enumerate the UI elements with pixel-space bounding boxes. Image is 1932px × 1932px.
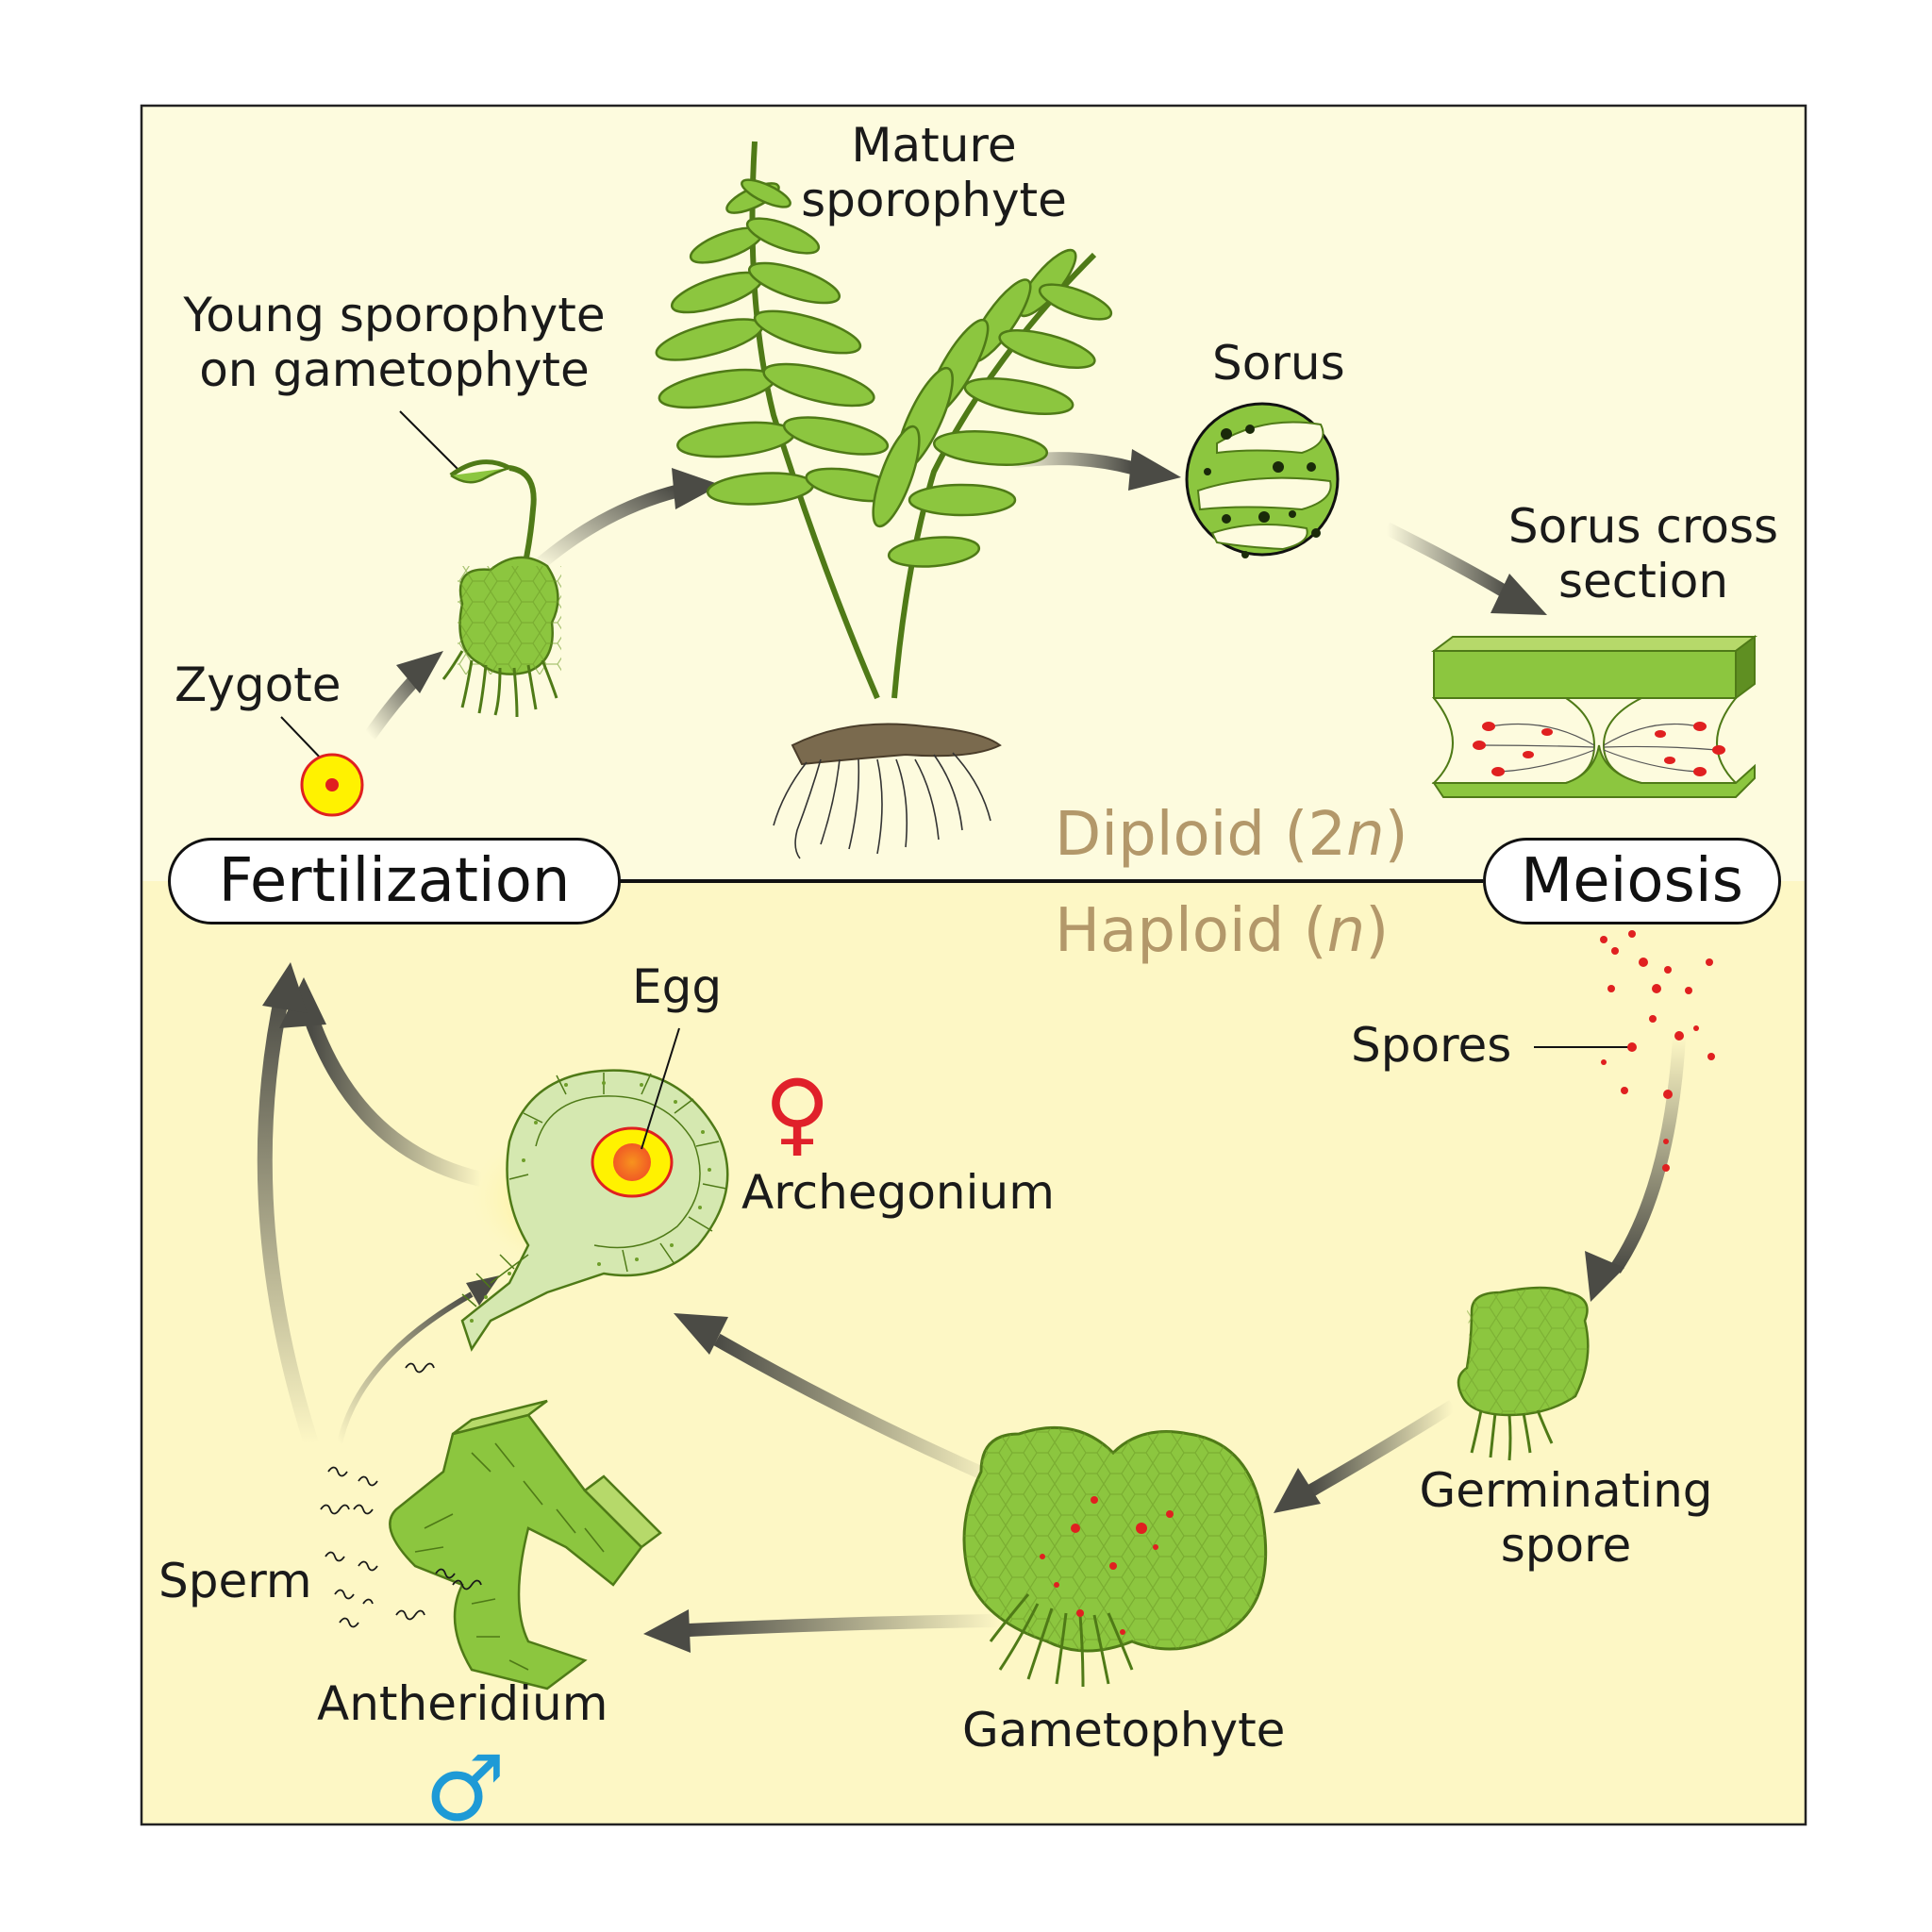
haploid-label-close: ) — [1365, 896, 1390, 966]
antheridium-label: Antheridium — [317, 1676, 608, 1731]
meiosis-stage: Meiosis — [1483, 838, 1781, 924]
young-sporophyte-label: Young sporophyte on gametophyte — [158, 288, 630, 397]
sorus-cross-section-illustration — [1431, 635, 1757, 798]
sorus-label: Sorus — [1212, 336, 1345, 391]
gametophyte-illustration — [962, 1425, 1268, 1688]
diploid-label-variable: n — [1346, 800, 1385, 870]
archegonium-illustration — [460, 1027, 729, 1352]
sperm-label: Sperm — [158, 1554, 312, 1608]
haploid-label-text: Haploid ( — [1055, 896, 1327, 966]
diagram-frame — [140, 104, 1807, 1826]
female-symbol-icon: ♀ — [764, 1060, 831, 1166]
gametophyte-label: Gametophyte — [962, 1703, 1286, 1757]
sorus-cross-section-label-line2: section — [1557, 553, 1729, 608]
diploid-label: Diploid (2n) — [1055, 800, 1408, 870]
sorus-cross-section-label-line1: Sorus cross — [1507, 499, 1779, 554]
mature-sporophyte-illustration — [655, 141, 1113, 859]
mature-sporophyte-label-line2: sporophyte — [801, 172, 1067, 227]
young-sporophyte-illustration — [399, 410, 561, 718]
zygote-illustration — [280, 716, 364, 817]
male-symbol-icon: ♂ — [425, 1736, 507, 1841]
diploid-label-close: ) — [1384, 800, 1408, 870]
haploid-label-variable: n — [1326, 896, 1366, 966]
archegonium-label: Archegonium — [741, 1165, 1055, 1220]
zygote-label: Zygote — [175, 658, 341, 712]
antheridium-illustration — [389, 1399, 662, 1690]
germinating-spore-label-line2: spore — [1500, 1517, 1632, 1573]
germinating-spore-label-line1: Germinating — [1419, 1463, 1713, 1518]
fertilization-stage: Fertilization — [168, 838, 621, 924]
sorus-illustration — [1185, 402, 1340, 558]
sorus-cross-section-label: Sorus cross section — [1492, 499, 1794, 608]
haploid-label: Haploid (n) — [1055, 896, 1389, 966]
young-sporophyte-label-line2: on gametophyte — [199, 341, 590, 397]
germinating-spore-illustration — [1457, 1286, 1590, 1461]
young-sporophyte-label-line1: Young sporophyte — [183, 288, 606, 342]
diploid-label-text: Diploid (2 — [1055, 800, 1347, 870]
germinating-spore-label: Germinating spore — [1406, 1463, 1726, 1573]
spores-illustration — [1534, 930, 1715, 1172]
mature-sporophyte-label: Mature sporophyte — [792, 118, 1075, 227]
sperm-illustration — [320, 1362, 482, 1628]
mature-sporophyte-label-line1: Mature — [851, 118, 1017, 173]
egg-label: Egg — [632, 959, 723, 1014]
spores-label: Spores — [1351, 1018, 1512, 1073]
